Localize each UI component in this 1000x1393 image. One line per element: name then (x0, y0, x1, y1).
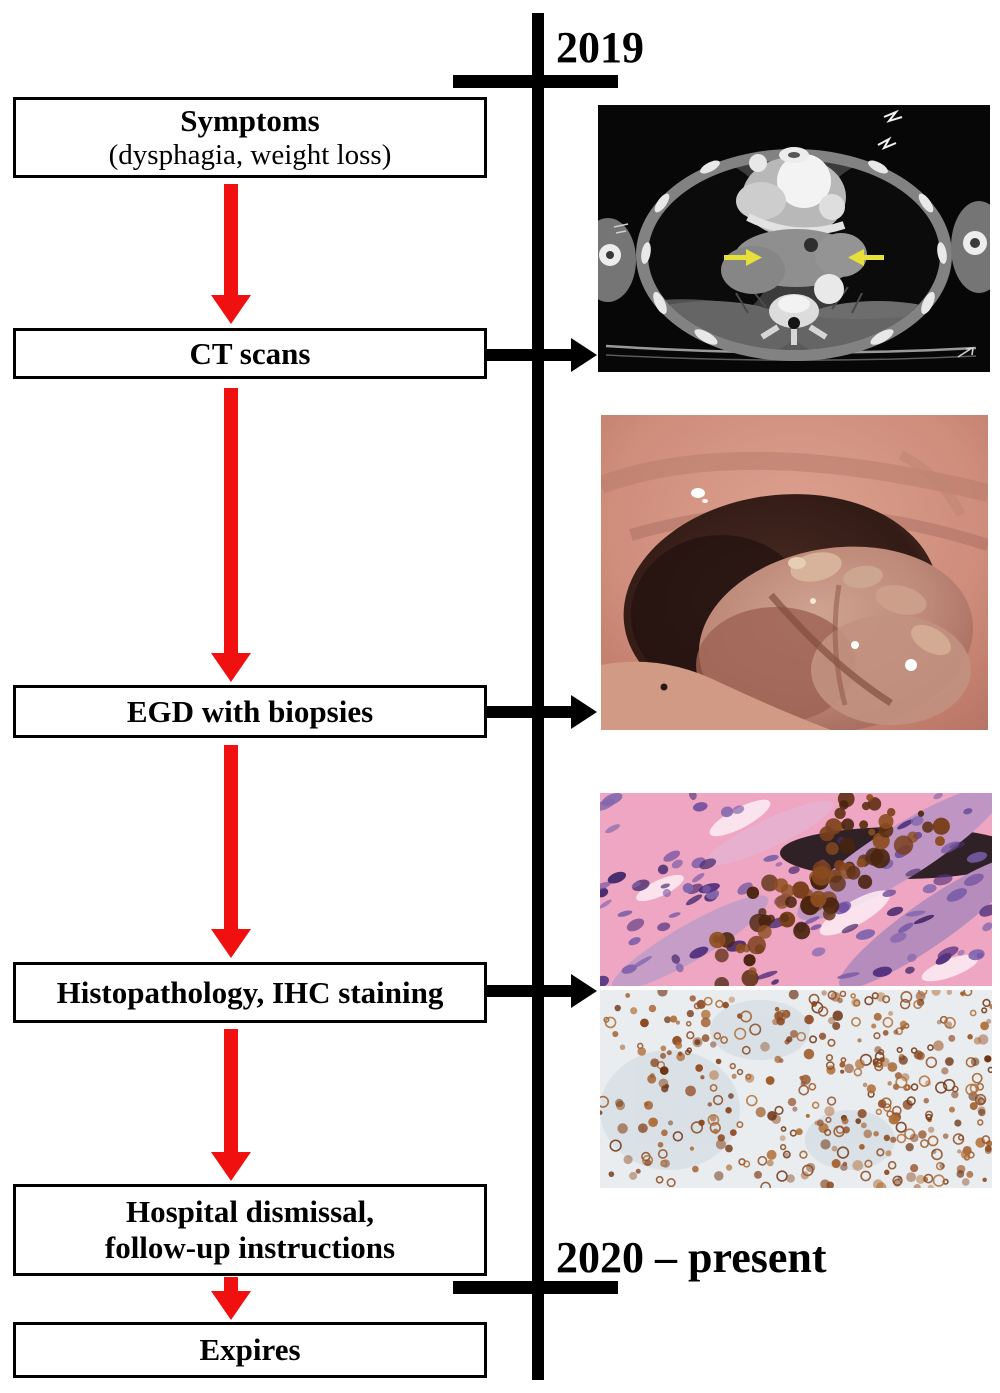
step-title: Hospital dismissal, (125, 1194, 375, 1230)
step-box-expires: Expires (13, 1322, 487, 1378)
step-box-symptoms: Symptoms (dysphagia, weight loss) (13, 97, 487, 178)
ihc-stain-image (600, 990, 992, 1188)
arrow-ct-to-image-icon (487, 338, 597, 372)
step-title: Histopathology, IHC staining (56, 974, 444, 1010)
arrow-histo-to-dismissal-icon (211, 1029, 251, 1181)
ct-scan-image (598, 105, 990, 372)
arrow-dismissal-to-expires-icon (211, 1277, 251, 1320)
step-title: CT scans (189, 335, 311, 371)
step-box-egd: EGD with biopsies (13, 685, 487, 738)
timeline-label-2019: 2019 (556, 23, 644, 72)
ct-mass-arrow-left-icon (724, 249, 762, 266)
step-title-line2: follow-up instructions (104, 1230, 396, 1265)
arrow-symptoms-to-ct-icon (211, 184, 251, 324)
timeline-tick-2020 (453, 1281, 618, 1294)
ct-mass-arrow-right-icon (848, 249, 884, 266)
timeline-label-2020-present: 2020 – present (556, 1233, 827, 1282)
histopathology-he-image (600, 793, 992, 986)
step-title: EGD with biopsies (126, 693, 374, 729)
arrow-egd-to-histo-icon (211, 745, 251, 958)
arrow-egd-to-image-icon (487, 695, 597, 729)
step-title: Symptoms (180, 102, 320, 138)
step-subtitle: (dysphagia, weight loss) (108, 138, 392, 171)
arrow-histo-to-image-icon (487, 974, 597, 1008)
step-box-histopathology: Histopathology, IHC staining (13, 962, 487, 1023)
endoscopy-image (601, 415, 988, 730)
step-box-hospital-dismissal: Hospital dismissal, follow-up instructio… (13, 1184, 487, 1276)
arrow-ct-to-egd-icon (211, 388, 251, 682)
step-title: Expires (199, 1332, 301, 1368)
timeline-tick-2019 (453, 75, 618, 88)
step-box-ct-scans: CT scans (13, 328, 487, 379)
